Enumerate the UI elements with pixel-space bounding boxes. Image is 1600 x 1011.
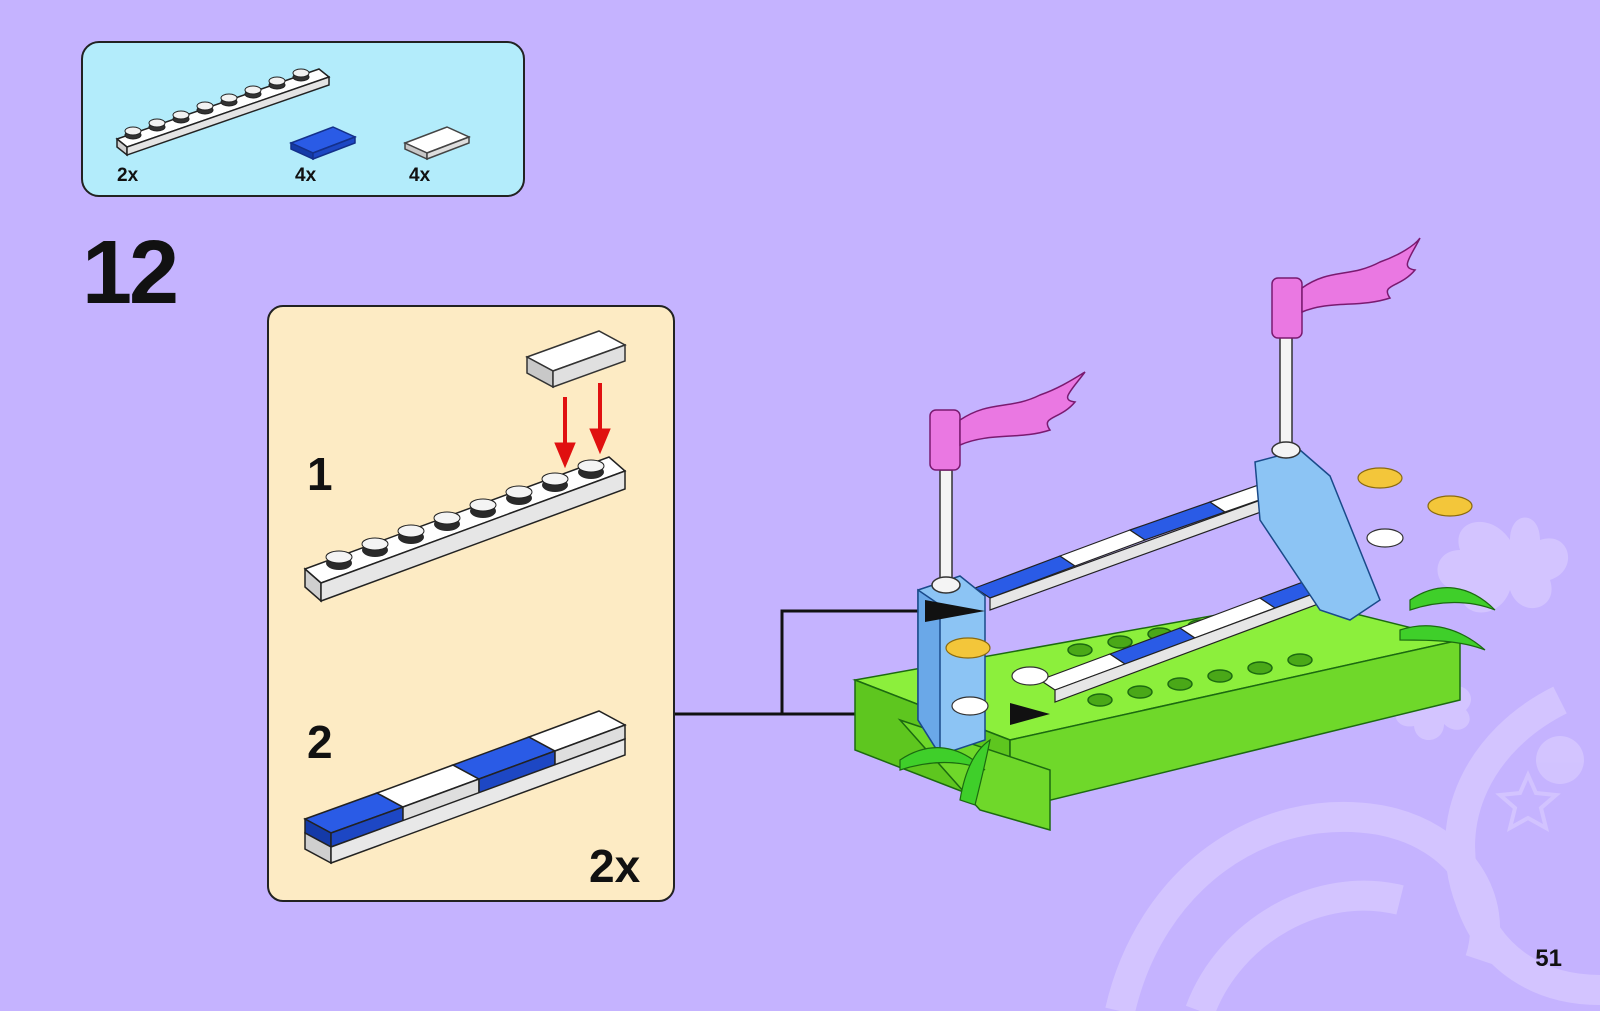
part-quantity-white-tile: 4x [409,165,430,187]
white-tile-icon [527,331,625,387]
sub-step-number-1: 1 [307,447,333,501]
white-plate-1x8-icon [305,457,625,601]
striped-bar-icon [305,711,625,863]
red-arrow-icon [555,383,610,467]
sub-assembly-multiplier: 2x [589,839,640,893]
sub-assembly-illustration [269,307,677,904]
blue-tile-icon [291,127,355,159]
part-quantity-plate: 2x [117,165,138,187]
sub-step-number-2: 2 [307,715,333,769]
sub-assembly-box: 1 2 2x [267,305,675,902]
page-number: 51 [1535,945,1562,973]
step-number: 12 [82,222,176,325]
part-quantity-blue-tile: 4x [295,165,316,187]
white-tile-icon [405,127,469,159]
parts-list-box: 2x 4x 4x [81,41,525,197]
